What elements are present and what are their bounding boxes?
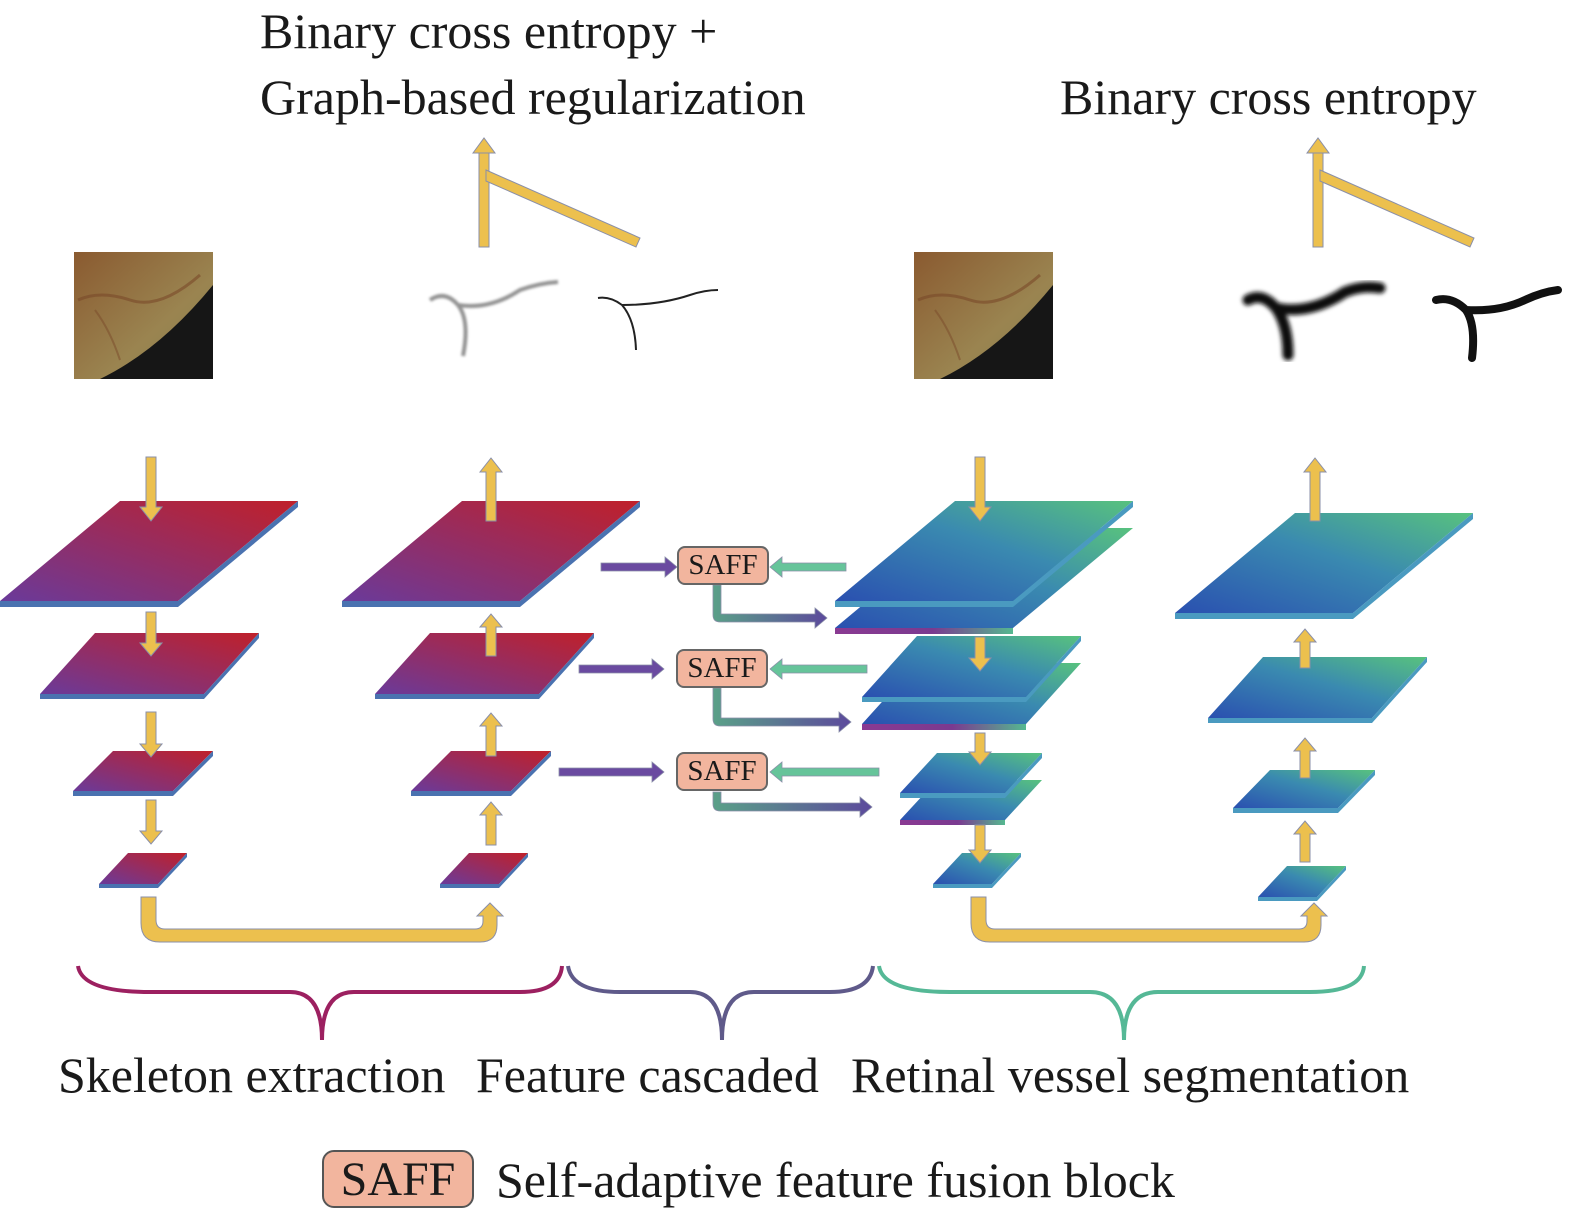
vdec-layer-2 [1208, 657, 1427, 723]
venc-layer-4 [933, 853, 1021, 888]
venc-layer-3 [900, 753, 1042, 798]
loss-label-left-line1: Binary cross entropy + [260, 3, 718, 59]
vessel-encoder [835, 501, 1133, 888]
loss-label-right: Binary cross entropy [1060, 69, 1477, 125]
flow-arrows [138, 456, 1329, 943]
saff-label: SAFF [687, 652, 757, 684]
legend-description: Self-adaptive feature fusion block [496, 1152, 1175, 1208]
vdec-layer-4 [1258, 866, 1346, 901]
vdec-layer-1 [1175, 513, 1473, 619]
enc-layer-3 [73, 751, 213, 796]
skeleton-ground-truth [597, 289, 719, 351]
loss-arrow-right [1306, 137, 1475, 248]
stage-label-vessel: Retinal vessel segmentation [851, 1047, 1410, 1103]
stage-label-cascade: Feature cascaded [476, 1047, 819, 1103]
skeleton-decoder [342, 501, 640, 888]
brace-cascade [566, 965, 875, 1041]
venc-layer-2 [862, 636, 1081, 702]
dec-layer-3 [411, 751, 551, 796]
fundus-image-right [914, 252, 1053, 379]
fundus-image-left [74, 252, 213, 379]
legend-saff-label: SAFF [340, 1152, 456, 1206]
dec-layer-1 [342, 501, 640, 607]
legend-saff-box: SAFF [322, 1150, 474, 1208]
saff-block-3: SAFF [676, 752, 768, 791]
dec-layer-2 [375, 633, 594, 699]
saff-block-2: SAFF [676, 649, 768, 688]
loss-arrow-left [472, 137, 641, 248]
venc-layer-1 [835, 501, 1133, 607]
dec-layer-4 [440, 853, 528, 888]
brace-skeleton [76, 965, 564, 1041]
saff-label: SAFF [687, 755, 757, 787]
enc-layer-2 [40, 633, 259, 699]
enc-layer-4 [99, 853, 187, 888]
loss-label-left-line2: Graph-based regularization [260, 69, 806, 125]
vessel-ground-truth [1432, 286, 1562, 362]
brace-vessel [877, 965, 1366, 1041]
vessel-prediction [1242, 281, 1386, 361]
saff-connections [558, 556, 880, 818]
stage-label-skeleton: Skeleton extraction [58, 1047, 446, 1103]
saff-block-1: SAFF [677, 546, 769, 585]
skeleton-encoder [0, 501, 298, 888]
vessel-decoder [1175, 513, 1473, 901]
enc-layer-1 [0, 501, 298, 607]
skeleton-prediction [428, 280, 559, 357]
saff-label: SAFF [688, 549, 758, 581]
vdec-layer-3 [1233, 770, 1375, 813]
